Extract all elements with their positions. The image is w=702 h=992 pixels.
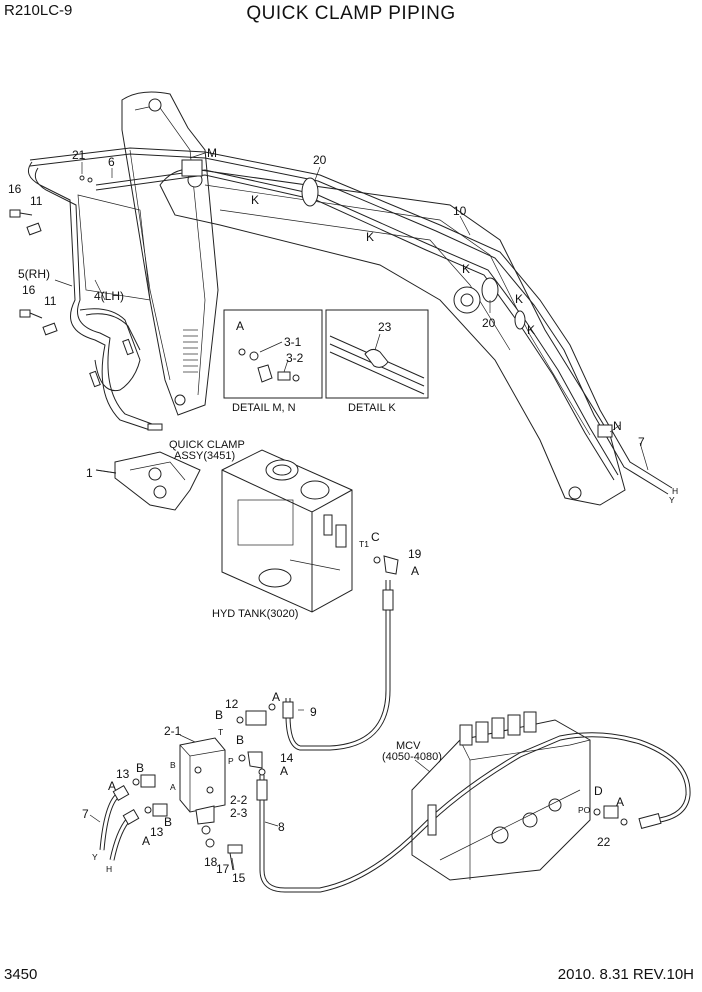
callout-t: T bbox=[218, 727, 223, 737]
hyd-tank-label: HYD TANK(3020) bbox=[212, 608, 298, 620]
hyd-tank bbox=[221, 449, 353, 613]
boom-piping bbox=[29, 147, 673, 495]
callout-k-d: K bbox=[515, 292, 523, 306]
callout-20a: 20 bbox=[313, 153, 327, 167]
callout-8: 8 bbox=[278, 820, 285, 834]
fitting-19 bbox=[373, 555, 399, 575]
mcv-label-1: MCV bbox=[396, 740, 421, 752]
callout-y: Y bbox=[669, 495, 675, 505]
detail-k-caption: DETAIL K bbox=[348, 402, 396, 414]
callout-10: 10 bbox=[453, 204, 467, 218]
callout-21: 21 bbox=[72, 148, 86, 162]
callout-b2: B bbox=[236, 733, 244, 747]
callout-labels: 21 6 M 20 16 11 K 10 K 5(RH) 4(LH) 16 11… bbox=[8, 146, 678, 885]
callout-7a: 7 bbox=[638, 435, 645, 449]
fitting-22 bbox=[593, 805, 628, 826]
quick-clamp-label-1: QUICK CLAMP bbox=[169, 439, 245, 451]
valve-block-2-1 bbox=[179, 737, 226, 848]
callout-c: C bbox=[371, 530, 380, 544]
fitting-12 bbox=[236, 703, 276, 726]
callout-y2: Y bbox=[92, 852, 98, 862]
callout-n: N bbox=[613, 419, 622, 433]
callout-16a: 16 bbox=[8, 182, 22, 196]
detail-mn-caption: DETAIL M, N bbox=[232, 402, 296, 414]
fitting-14 bbox=[238, 751, 266, 776]
page-title: QUICK CLAMP PIPING bbox=[246, 3, 456, 24]
port-b-label: B bbox=[170, 760, 176, 770]
detail-k bbox=[325, 309, 429, 399]
bolt-washer-hardware bbox=[9, 175, 93, 336]
callout-11b: 11 bbox=[44, 294, 57, 308]
callout-14: 14 bbox=[280, 751, 294, 765]
callout-2-1: 2-1 bbox=[164, 724, 182, 738]
callout-17: 17 bbox=[216, 862, 230, 876]
callout-a1: A bbox=[411, 564, 419, 578]
mcv-label-2: (4050-4080) bbox=[382, 751, 442, 763]
hose-7-lower bbox=[99, 784, 140, 861]
quick-clamp-label-2: ASSY(3451) bbox=[174, 450, 235, 462]
callout-k-a: K bbox=[251, 193, 259, 207]
detail-m-n bbox=[223, 309, 323, 399]
callout-a4: A bbox=[108, 779, 116, 793]
date-revision: 2010. 8.31 REV.10H bbox=[557, 966, 694, 983]
callout-b3: B bbox=[136, 761, 144, 775]
hose-8 bbox=[256, 732, 691, 893]
callout-k-e: K bbox=[527, 323, 535, 337]
callout-a3: A bbox=[280, 764, 288, 778]
detail-k-23: 23 bbox=[378, 320, 392, 334]
callout-h: H bbox=[672, 486, 678, 496]
detail-mn-3-2: 3-2 bbox=[286, 351, 304, 365]
callout-h2: H bbox=[106, 864, 112, 874]
callout-b1: B bbox=[215, 708, 223, 722]
callout-b4: B bbox=[164, 815, 172, 829]
callout-16b: 16 bbox=[22, 283, 36, 297]
model-code: R210LC-9 bbox=[4, 2, 73, 19]
callout-a5: A bbox=[142, 834, 150, 848]
detail-mn-a: A bbox=[236, 319, 244, 333]
fittings-13 bbox=[132, 774, 168, 817]
callout-2-3: 2-3 bbox=[230, 806, 248, 820]
leader-lines bbox=[54, 152, 649, 871]
callout-6: 6 bbox=[108, 155, 115, 169]
arm-hoses bbox=[27, 161, 163, 431]
callout-20b: 20 bbox=[482, 316, 496, 330]
callout-13b: 13 bbox=[150, 825, 164, 839]
hose-9 bbox=[282, 580, 394, 751]
detail-mn-3-1: 3-1 bbox=[284, 335, 302, 349]
mcv bbox=[411, 711, 591, 881]
callout-p: P bbox=[228, 756, 234, 766]
callout-m: M bbox=[207, 146, 217, 160]
callout-9: 9 bbox=[310, 705, 317, 719]
callout-d: D bbox=[594, 784, 603, 798]
callout-15: 15 bbox=[232, 871, 246, 885]
port-a-label: A bbox=[170, 782, 176, 792]
callout-19: 19 bbox=[408, 547, 422, 561]
callout-12: 12 bbox=[225, 697, 239, 711]
page-number: 3450 bbox=[4, 966, 38, 983]
callout-1: 1 bbox=[86, 466, 93, 480]
callout-22: 22 bbox=[597, 835, 611, 849]
callout-13a: 13 bbox=[116, 767, 130, 781]
boom-arm-structure bbox=[77, 91, 626, 506]
callout-7b: 7 bbox=[82, 807, 89, 821]
callout-2-2: 2-2 bbox=[230, 793, 248, 807]
bolt-15 bbox=[227, 844, 243, 871]
callout-4-lh: 4(LH) bbox=[94, 289, 124, 303]
callout-a2: A bbox=[272, 690, 280, 704]
callout-a6: A bbox=[616, 795, 624, 809]
callout-t1: T1 bbox=[359, 539, 369, 549]
callout-k-c: K bbox=[462, 262, 470, 276]
callout-po: PO bbox=[578, 805, 591, 815]
callout-5-rh: 5(RH) bbox=[18, 267, 50, 281]
callout-11a: 11 bbox=[30, 194, 43, 208]
callout-k-b: K bbox=[366, 230, 374, 244]
callout-18: 18 bbox=[204, 855, 218, 869]
